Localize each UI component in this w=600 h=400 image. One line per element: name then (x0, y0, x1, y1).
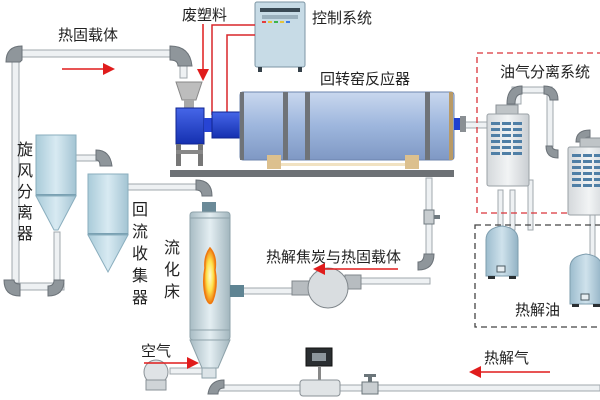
pyrolysis-oil-box (474, 224, 600, 328)
control-cabinet[interactable] (254, 1, 306, 72)
fluidized-bed-reactor[interactable] (189, 202, 244, 379)
pipe-elbow-icon (3, 279, 21, 297)
oil-gas-separation-label: 油气分离系统 (500, 63, 590, 81)
svg-text:分: 分 (17, 182, 33, 201)
svg-text:回: 回 (132, 200, 148, 219)
pipe-elbow-icon (207, 379, 225, 395)
flame-icon (202, 246, 217, 305)
pipe-elbow-icon (95, 149, 113, 167)
svg-text:化: 化 (164, 260, 180, 279)
svg-text:流: 流 (132, 222, 148, 241)
svg-text:床: 床 (164, 282, 180, 301)
svg-text:风: 风 (17, 161, 33, 180)
svg-text:器: 器 (132, 288, 148, 307)
pipe-elbow-icon (47, 279, 65, 297)
pipe-elbow-icon (195, 179, 213, 197)
oil-gas-separation-box (476, 52, 600, 214)
valve-icon[interactable] (361, 374, 379, 395)
pyrolysis-gas-label: 热解气 (484, 349, 529, 367)
oil-tank-2[interactable] (569, 253, 600, 307)
cyclone-separator-label: 旋 风 分 离 器 (17, 140, 33, 243)
pipe-elbow-icon (545, 145, 559, 159)
control-wires (211, 24, 255, 115)
pyrolysis-oil-label: 热解油 (515, 301, 560, 319)
return-collector-label: 回 流 收 集 器 (132, 200, 148, 307)
oil-tank-1[interactable] (485, 225, 519, 279)
condenser-1[interactable] (486, 104, 530, 187)
fluidized-bed-label: 流 化 床 (164, 238, 180, 301)
svg-text:离: 离 (17, 203, 33, 222)
rotary-kiln-label: 回转窑反应器 (320, 70, 410, 88)
pipe-elbow-icon (543, 85, 559, 101)
flowmeter-icon[interactable] (299, 347, 341, 397)
condenser-2[interactable] (567, 137, 600, 216)
screw-feeder[interactable] (175, 81, 241, 166)
kiln-base-rail (170, 170, 454, 177)
air-blower[interactable] (143, 359, 169, 391)
char-transfer-pump[interactable] (291, 267, 362, 309)
cyclone-separator[interactable] (35, 134, 77, 231)
control-system-label: 控制系统 (312, 9, 372, 27)
svg-text:收: 收 (132, 244, 148, 263)
waste-plastic-label: 废塑料 (182, 6, 227, 24)
char-and-carrier-label: 热解焦炭与热固载体 (266, 248, 401, 266)
svg-text:流: 流 (164, 238, 180, 257)
pipe-elbow-icon (417, 253, 435, 271)
feed-hopper (175, 81, 203, 101)
svg-text:集: 集 (132, 266, 148, 285)
heat-carrier-label: 热固载体 (58, 26, 118, 44)
valve-icon[interactable] (423, 209, 440, 225)
pipe-elbow-icon (5, 45, 23, 63)
svg-text:旋: 旋 (17, 140, 33, 159)
pipe-elbow-icon (506, 85, 523, 105)
pipe-elbow-icon (169, 45, 193, 67)
pipe-elbows (3, 45, 591, 395)
svg-text:器: 器 (17, 224, 33, 243)
return-collector[interactable] (87, 173, 129, 274)
rotary-kiln[interactable] (239, 91, 466, 169)
air-label: 空气 (141, 342, 171, 360)
